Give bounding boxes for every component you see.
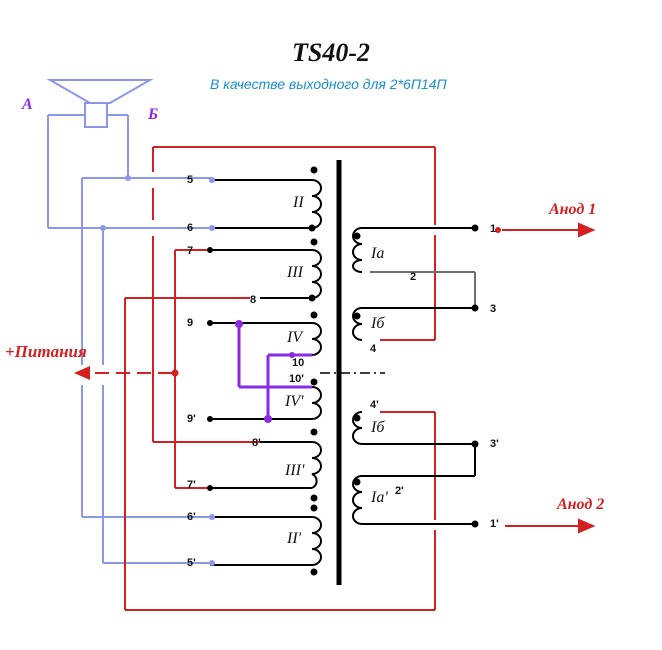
pin-8p-label: 8': [252, 437, 261, 449]
anode-arrows: [502, 222, 596, 534]
pin-8-label: 8: [250, 294, 257, 306]
pin-5p-label: 5': [187, 557, 196, 569]
pin-4p-label: 4': [370, 399, 379, 411]
pin-3p-label: 3': [490, 438, 499, 450]
winding-dots: [207, 166, 318, 576]
winding-IV-label: IV: [287, 329, 303, 346]
pin-7-label: 7: [187, 245, 194, 257]
anode1-label: Анод 1: [549, 201, 597, 218]
pin-6-label: 6: [187, 222, 194, 234]
pin-6p-label: 6': [187, 511, 196, 523]
speaker-terminal-a-label: А: [22, 96, 33, 113]
pin-1-label: 1: [490, 223, 497, 235]
pin-9-label: 9: [187, 317, 194, 329]
winding-Ibp-label: Iб: [371, 419, 385, 436]
pin-2-label: 2: [410, 271, 417, 283]
subtitle: В качестве выходного для 2*6П14П: [210, 76, 447, 92]
pin-10p-label: 10': [289, 373, 304, 385]
winding-III-label: III: [287, 264, 303, 281]
secondary-blue-wiring: [47, 115, 212, 564]
winding-Ia-label: Iа: [371, 245, 385, 262]
winding-Iap-label: Iа': [371, 489, 388, 506]
pin-9p-label: 9': [187, 413, 196, 425]
winding-IIIp-label: III': [285, 462, 305, 479]
pin-7p-label: 7': [187, 479, 196, 491]
pin-3-label: 3: [490, 303, 497, 315]
pin-5-label: 5: [187, 174, 194, 186]
speaker-icon: [46, 79, 154, 128]
left-windings: [210, 179, 322, 566]
supply-label: +Питания: [5, 342, 87, 361]
winding-IIp-label: II': [287, 530, 302, 547]
pin-10-label: 10: [292, 357, 305, 369]
pin-2p-label: 2': [395, 485, 404, 497]
red-frame-wiring: [95, 146, 436, 611]
winding-IVp-label: IV': [285, 393, 304, 410]
right-windings: [352, 227, 476, 525]
speaker-terminal-b-label: Б: [148, 106, 159, 123]
pin-4-label: 4: [370, 343, 377, 355]
winding-Ib-label: Iб: [371, 315, 385, 332]
pin-1p-label: 1': [490, 518, 499, 530]
winding-II-label: II: [293, 194, 304, 211]
anode2-label: Анод 2: [557, 496, 605, 513]
page-title: TS40-2: [292, 38, 370, 67]
